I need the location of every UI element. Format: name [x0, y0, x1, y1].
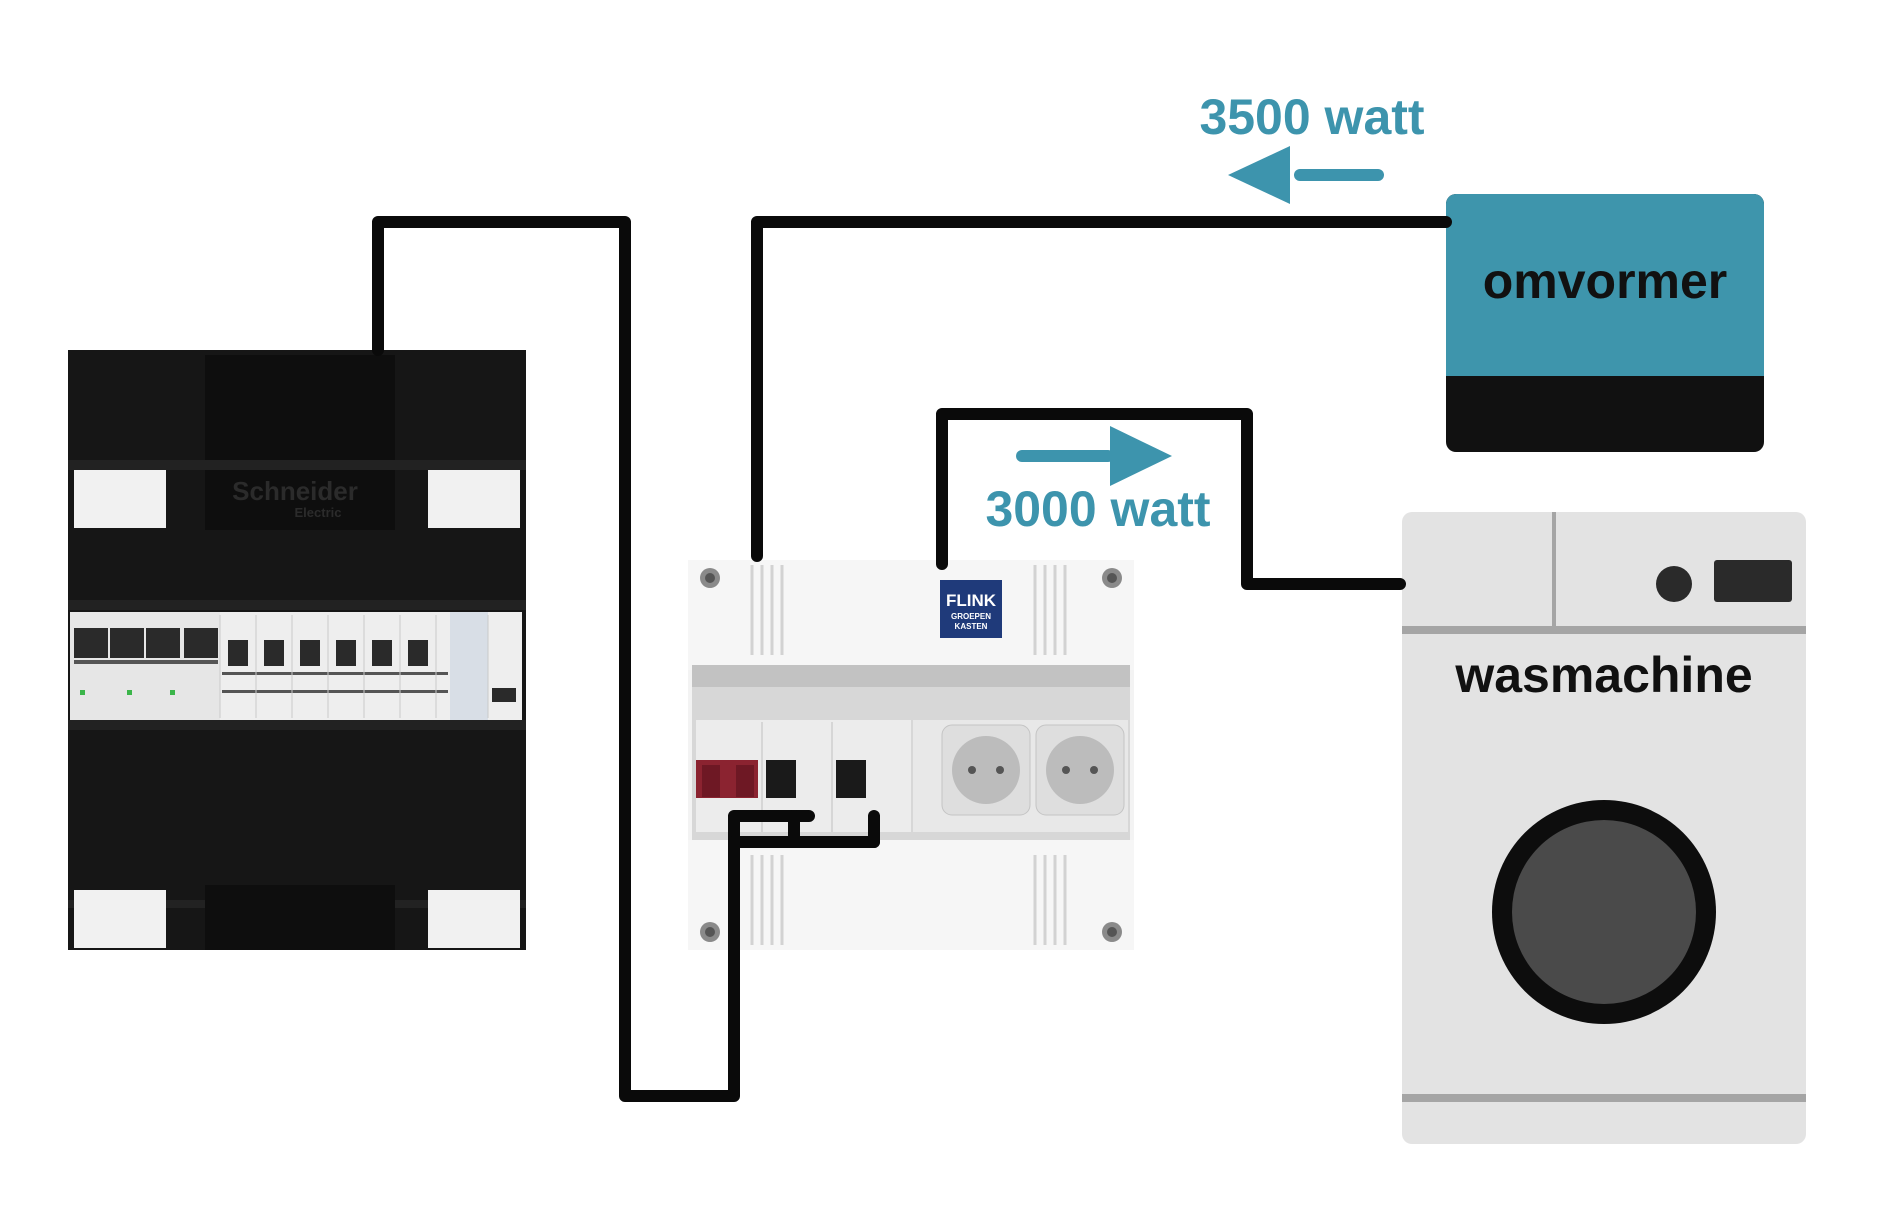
- svg-text:KASTEN: KASTEN: [955, 622, 988, 631]
- flink-logo: FLINK GROEPEN KASTEN: [940, 580, 1002, 638]
- svg-text:GROEPEN: GROEPEN: [951, 612, 991, 621]
- panel-clip: [74, 890, 166, 948]
- wire-groupbox-to-washer: [936, 408, 1406, 590]
- washing-machine-label: wasmachine: [1454, 647, 1752, 703]
- panel-clip: [74, 470, 166, 528]
- wire-main-to-groupbox: [372, 216, 815, 1102]
- control-knob-icon: [1656, 566, 1692, 602]
- wiring: [372, 216, 1452, 1102]
- washing-machine: wasmachine: [1402, 512, 1806, 1144]
- panel-clip: [428, 470, 520, 528]
- washer-drum-icon: [1492, 800, 1716, 1024]
- screw-icon: [700, 568, 1122, 942]
- main-distribution-panel: Schneider Electric: [68, 350, 526, 950]
- inverter: omvormer: [1446, 194, 1764, 452]
- main-panel-breaker-row: [70, 612, 522, 720]
- inverter-output-label: 3500 watt: [1199, 89, 1424, 145]
- display-panel: [1714, 560, 1792, 602]
- panel-brand: Schneider: [232, 476, 358, 506]
- wire-inverter-to-groupbox: [751, 216, 1452, 562]
- panel-clip: [428, 890, 520, 948]
- flow-arrow-right-icon: [1016, 426, 1172, 486]
- group-box-breakers: [696, 722, 866, 832]
- washer-input-label: 3000 watt: [985, 481, 1210, 537]
- flow-arrow-left-icon: [1228, 146, 1384, 204]
- inverter-label: omvormer: [1483, 253, 1728, 309]
- group-box: FLINK GROEPEN KASTEN: [688, 560, 1134, 950]
- panel-brand-sub: Electric: [295, 505, 342, 520]
- power-socket: [913, 720, 1128, 832]
- svg-text:FLINK: FLINK: [946, 591, 997, 610]
